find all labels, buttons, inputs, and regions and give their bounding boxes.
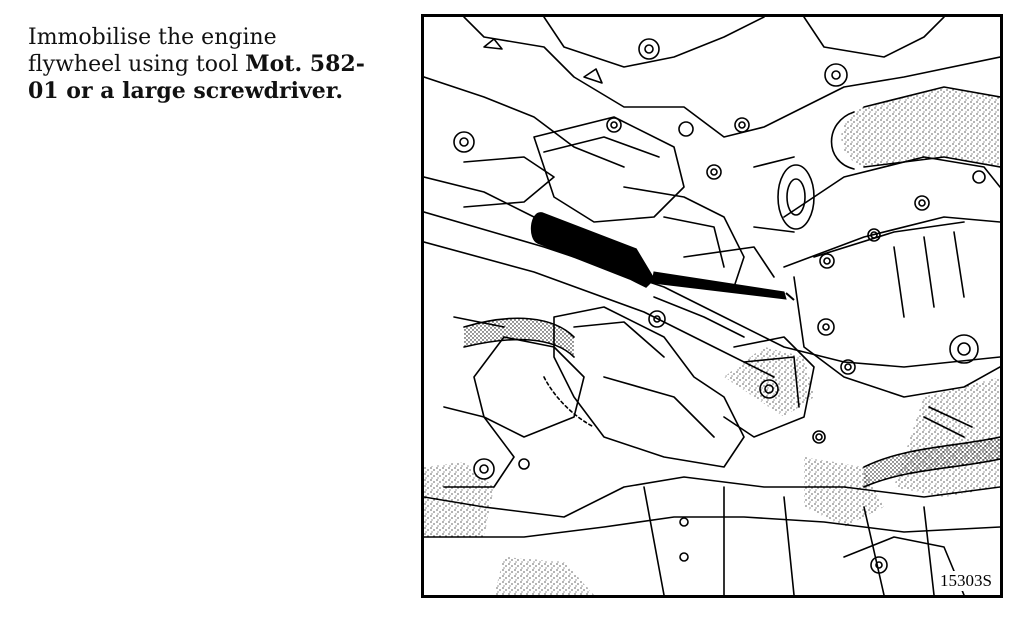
engine-drawing <box>424 17 1000 595</box>
instruction-text: Immobilise the engine flywheel using too… <box>28 24 388 105</box>
technical-illustration: 15303S <box>421 14 1003 598</box>
screwdriver-illustration <box>530 212 795 301</box>
figure-reference-number: 15303S <box>938 571 994 591</box>
tool-alternative: 01 or a large screwdriver. <box>28 78 344 104</box>
instruction-line-1: Immobilise the engine <box>28 25 277 50</box>
tool-reference: Mot. 582- <box>245 51 365 77</box>
instruction-line-2: flywheel using tool <box>28 52 246 77</box>
